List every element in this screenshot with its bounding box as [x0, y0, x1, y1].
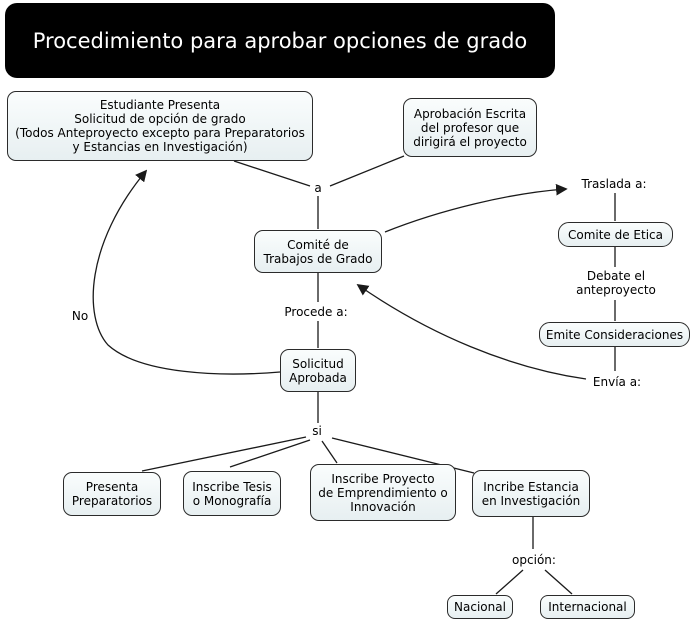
connector-opcion-to-internacional	[544, 569, 573, 595]
connector-opcion-to-nacional	[495, 569, 524, 595]
node-inscribe-proyecto[interactable]: Inscribe Proyecto de Emprendimiento o In…	[310, 464, 456, 521]
node-internacional[interactable]: Internacional	[540, 595, 635, 619]
node-nacional[interactable]: Nacional	[447, 595, 513, 619]
connector-estudiante-to-a	[233, 160, 311, 187]
link-label-traslada-a[interactable]: Traslada a:	[579, 177, 649, 191]
node-presenta-preparatorios[interactable]: Presenta Preparatorios	[63, 472, 161, 516]
title-bar[interactable]: Procedimiento para aprobar opciones de g…	[5, 3, 555, 78]
link-label-procede-a[interactable]: Procede a:	[282, 305, 350, 319]
node-solicitud-aprobada[interactable]: Solicitud Aprobada	[280, 349, 356, 392]
connector-si-to-tesis	[229, 439, 311, 468]
link-label-si[interactable]: si	[310, 424, 324, 438]
node-estudiante-presenta[interactable]: Estudiante Presenta Solicitud de opción …	[7, 91, 313, 161]
link-label-envia-a[interactable]: Envía a:	[590, 375, 644, 389]
page-title: Procedimiento para aprobar opciones de g…	[32, 28, 528, 53]
connector-no-loop	[92, 169, 281, 375]
node-aprobacion-escrita[interactable]: Aprobación Escrita del profesor que diri…	[403, 98, 537, 157]
node-incribe-estancia[interactable]: Incribe Estancia en Investigación	[472, 470, 590, 517]
connector-aprobacion-to-a	[329, 155, 405, 187]
node-comite-de-etica[interactable]: Comite de Etica	[558, 222, 673, 247]
node-comite-trabajos-de-grado[interactable]: Comité de Trabajos de Grado	[254, 230, 382, 273]
node-inscribe-tesis[interactable]: Inscribe Tesis o Monografía	[183, 471, 281, 516]
link-label-a[interactable]: a	[312, 181, 324, 195]
connector-si-to-proyecto	[321, 440, 338, 464]
link-label-opcion[interactable]: opción:	[510, 553, 558, 567]
link-label-debate-anteproyecto[interactable]: Debate el anteproyecto	[574, 269, 658, 297]
node-emite-consideraciones[interactable]: Emite Consideraciones	[539, 322, 690, 347]
connector-envia-to-comite	[356, 283, 587, 380]
connector-si-to-preparatorios	[141, 436, 307, 472]
connector-comite-to-traslada	[384, 183, 568, 233]
link-label-no[interactable]: No	[69, 309, 91, 323]
